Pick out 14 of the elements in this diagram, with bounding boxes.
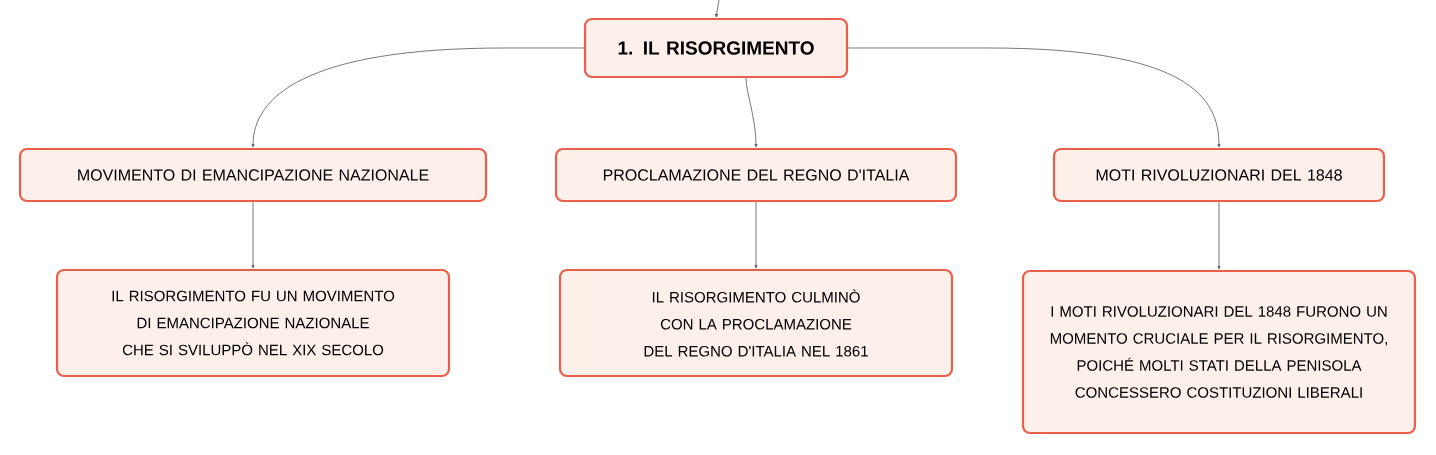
topic-box: 1. IL RISORGIMENTO <box>583 17 849 79</box>
subtopic-box: MOTI RIVOLUZIONARI DEL 1848 <box>1052 147 1386 203</box>
arrow <box>754 201 758 269</box>
description-box: IL RISORGIMENTO CULMINÒ CON LA PROCLAMAZIONE DEL REGNO D'ITALIA NEL 1861 <box>558 268 954 378</box>
arrow <box>847 47 1221 148</box>
subtopic-box: MOVIMENTO DI EMANCIPAZIONE NAZIONALE <box>18 147 488 203</box>
arrow <box>251 47 585 148</box>
arrow <box>1217 201 1221 270</box>
subtopic-box: PROCLAMAZIONE DEL REGNO D'ITALIA <box>554 147 958 203</box>
arrow <box>251 201 255 269</box>
arrow <box>715 0 720 18</box>
arrow <box>745 77 758 148</box>
description-box: I MOTI RIVOLUZIONARI DEL 1848 FURONO UN MOMENTO CRUCIALE PER IL RISORGIMENTO, POICHÉ MOLTI STATI DELLA PENISOLA CONCESSERO COSTITUZIONI LIBERALI <box>1021 269 1417 435</box>
description-box: IL RISORGIMENTO FU UN MOVIMENTO DI EMANCIPAZIONE NAZIONALE CHE SI SVILUPPÒ NEL XIX SECOLO <box>55 268 451 378</box>
